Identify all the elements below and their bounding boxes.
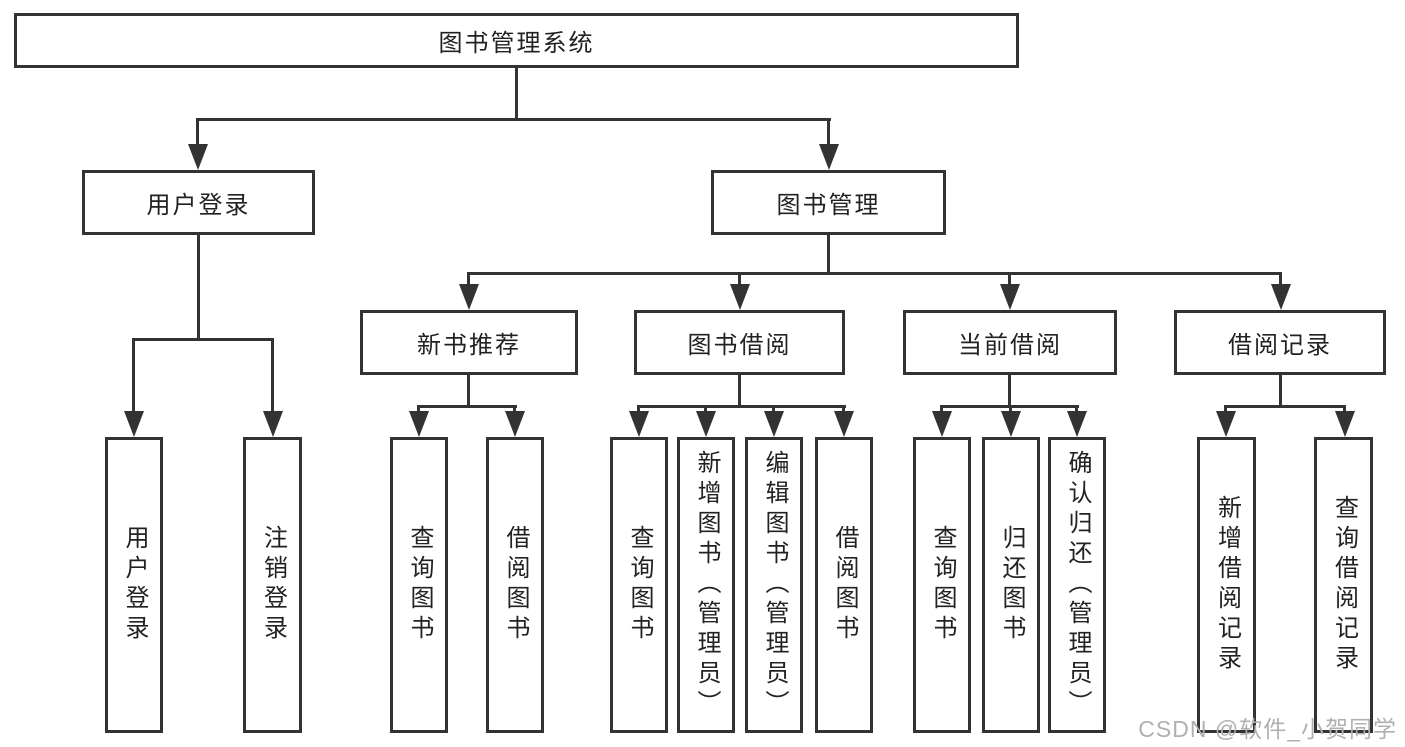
connector-line (842, 405, 845, 415)
leaf-add-borrow-record: 新增借阅记录 (1197, 437, 1256, 733)
leaf-query-book-g1-label: 查询图书 (626, 525, 653, 645)
arrow-down-icon (696, 411, 716, 437)
leaf-query-book-g0: 查询图书 (390, 437, 448, 733)
leaf-return-book-label: 归还图书 (998, 525, 1025, 645)
node-user-login: 用户登录 (82, 170, 315, 235)
connector-line (772, 405, 775, 415)
connector-line (467, 274, 470, 286)
arrow-down-icon (124, 411, 144, 437)
leaf-confirm-return-admin-label: 确认归还（管理员） (1064, 450, 1091, 720)
connector-line (738, 274, 741, 286)
leaf-borrow-book-g0: 借阅图书 (486, 437, 544, 733)
node-root-label: 图书管理系统 (438, 30, 595, 57)
leaf-query-book-g1: 查询图书 (610, 437, 668, 733)
leaf-query-book-g0-label: 查询图书 (406, 525, 433, 645)
connector-line (132, 338, 274, 341)
leaf-add-book-admin-label: 新增图书（管理员） (693, 450, 720, 720)
leaf-edit-book-admin: 编辑图书（管理员） (745, 437, 803, 733)
node-new-book-recommend: 新书推荐 (360, 310, 578, 375)
leaf-logout: 注销登录 (243, 437, 302, 733)
arrow-down-icon (1271, 284, 1291, 310)
leaf-add-borrow-record-label: 新增借阅记录 (1213, 495, 1241, 675)
arrow-down-icon (459, 284, 479, 310)
connector-line (940, 405, 943, 415)
arrow-down-icon (629, 411, 649, 437)
arrow-down-icon (1335, 411, 1355, 437)
connector-line (417, 405, 420, 415)
connector-line (1009, 405, 1012, 415)
connector-line (704, 405, 707, 415)
node-new-book-recommend-label: 新书推荐 (417, 332, 521, 359)
arrow-down-icon (1067, 411, 1087, 437)
node-book-management-label: 图书管理 (776, 192, 881, 219)
node-borrow-records: 借阅记录 (1174, 310, 1386, 375)
arrow-down-icon (188, 144, 208, 170)
connector-line (417, 405, 517, 408)
node-book-management: 图书管理 (711, 170, 946, 235)
connector-line (637, 405, 846, 408)
leaf-add-book-admin: 新增图书（管理员） (677, 437, 735, 733)
connector-line (1075, 405, 1078, 415)
leaf-user-login: 用户登录 (105, 437, 163, 733)
arrow-down-icon (1000, 284, 1020, 310)
connector-line (132, 340, 135, 413)
arrow-down-icon (764, 411, 784, 437)
connector-line (1224, 405, 1227, 415)
node-root: 图书管理系统 (14, 13, 1019, 68)
connector-line (467, 272, 1282, 275)
connector-line (1279, 274, 1282, 286)
leaf-borrow-book-g0-label: 借阅图书 (502, 525, 529, 645)
arrow-down-icon (1216, 411, 1236, 437)
leaf-return-book: 归还图书 (982, 437, 1040, 733)
leaf-query-book-g2-label: 查询图书 (929, 525, 956, 645)
connector-line (827, 233, 830, 274)
node-current-borrow: 当前借阅 (903, 310, 1117, 375)
connector-line (196, 118, 831, 121)
node-book-borrow: 图书借阅 (634, 310, 845, 375)
leaf-borrow-book-g1-label: 借阅图书 (831, 525, 858, 645)
connector-line (513, 405, 516, 415)
connector-line (271, 340, 274, 413)
leaf-user-login-label: 用户登录 (121, 525, 148, 645)
csdn-watermark: CSDN @软件_小贺同学 (1138, 716, 1397, 742)
leaf-edit-book-admin-label: 编辑图书（管理员） (761, 450, 788, 720)
arrow-down-icon (1001, 411, 1021, 437)
arrow-down-icon (819, 144, 839, 170)
connector-line (467, 373, 470, 407)
arrow-down-icon (263, 411, 283, 437)
leaf-borrow-book-g1: 借阅图书 (815, 437, 873, 733)
leaf-query-borrow-record-label: 查询借阅记录 (1330, 495, 1358, 675)
arrow-down-icon (730, 284, 750, 310)
connector-line (1008, 274, 1011, 286)
node-current-borrow-label: 当前借阅 (958, 332, 1062, 359)
connector-line (827, 120, 830, 148)
connector-line (1343, 405, 1346, 415)
connector-line (738, 373, 741, 407)
connector-line (197, 233, 200, 340)
connector-line (1008, 373, 1011, 407)
arrow-down-icon (834, 411, 854, 437)
node-user-login-label: 用户登录 (146, 192, 251, 219)
node-borrow-records-label: 借阅记录 (1228, 332, 1332, 359)
leaf-confirm-return-admin: 确认归还（管理员） (1048, 437, 1106, 733)
leaf-logout-label: 注销登录 (259, 525, 287, 645)
arrow-down-icon (505, 411, 525, 437)
leaf-query-book-g2: 查询图书 (913, 437, 971, 733)
node-book-borrow-label: 图书借阅 (687, 332, 792, 359)
connector-line (1224, 405, 1346, 408)
arrow-down-icon (932, 411, 952, 437)
connector-line (1279, 373, 1282, 407)
arrow-down-icon (409, 411, 429, 437)
connector-line (196, 120, 199, 148)
connector-line (637, 405, 640, 415)
connector-line (515, 66, 518, 120)
leaf-query-borrow-record: 查询借阅记录 (1314, 437, 1373, 733)
